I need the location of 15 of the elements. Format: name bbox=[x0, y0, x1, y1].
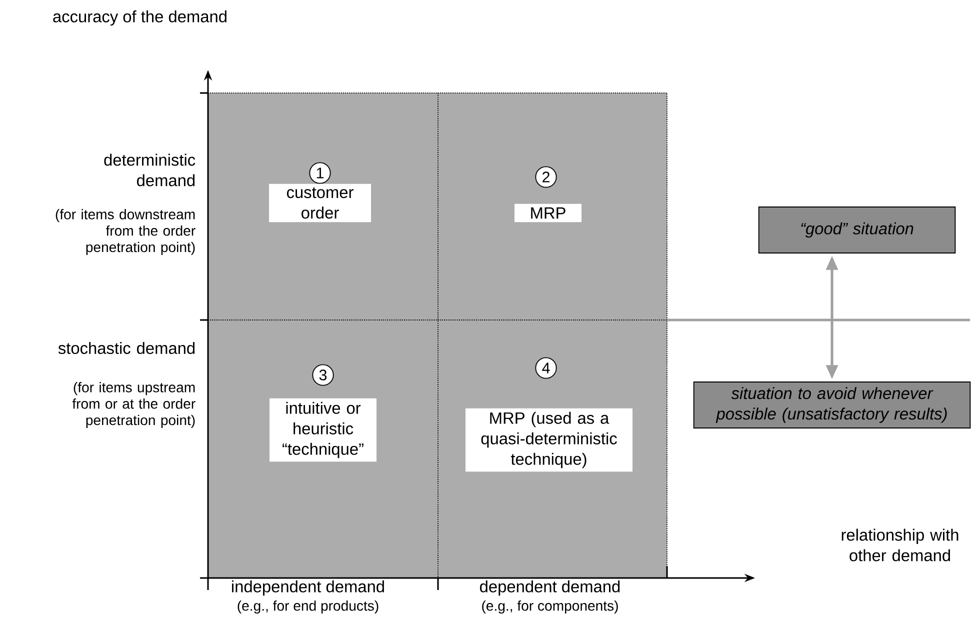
axis-label: stochastic demand bbox=[58, 342, 195, 354]
quadrant-label: MRP bbox=[514, 204, 582, 222]
axis-label: (for items upstream from or at the order penetration point) bbox=[72, 382, 196, 428]
quadrant-label: intuitive or heuristic “technique” bbox=[270, 398, 377, 462]
axis-label: deterministic demand bbox=[104, 154, 196, 186]
situation-box: “good” situation bbox=[758, 206, 956, 254]
axis-label: (e.g., for end products) bbox=[238, 600, 378, 614]
quadrant-label: MRP (used as a quasi-deterministic technique) bbox=[466, 408, 633, 472]
situation-box: situation to avoid whenever possible (unsatisfactory results) bbox=[693, 382, 971, 428]
axis-label: accuracy of the demand bbox=[53, 10, 226, 26]
axis-label: relationship with other demand bbox=[842, 528, 958, 562]
axis-label: (e.g., for components) bbox=[482, 600, 618, 614]
axis-label: independent demand bbox=[232, 580, 384, 596]
axis-label: dependent demand bbox=[480, 580, 620, 596]
axis-label: (for items downstream from the order penetration point) bbox=[56, 209, 196, 255]
